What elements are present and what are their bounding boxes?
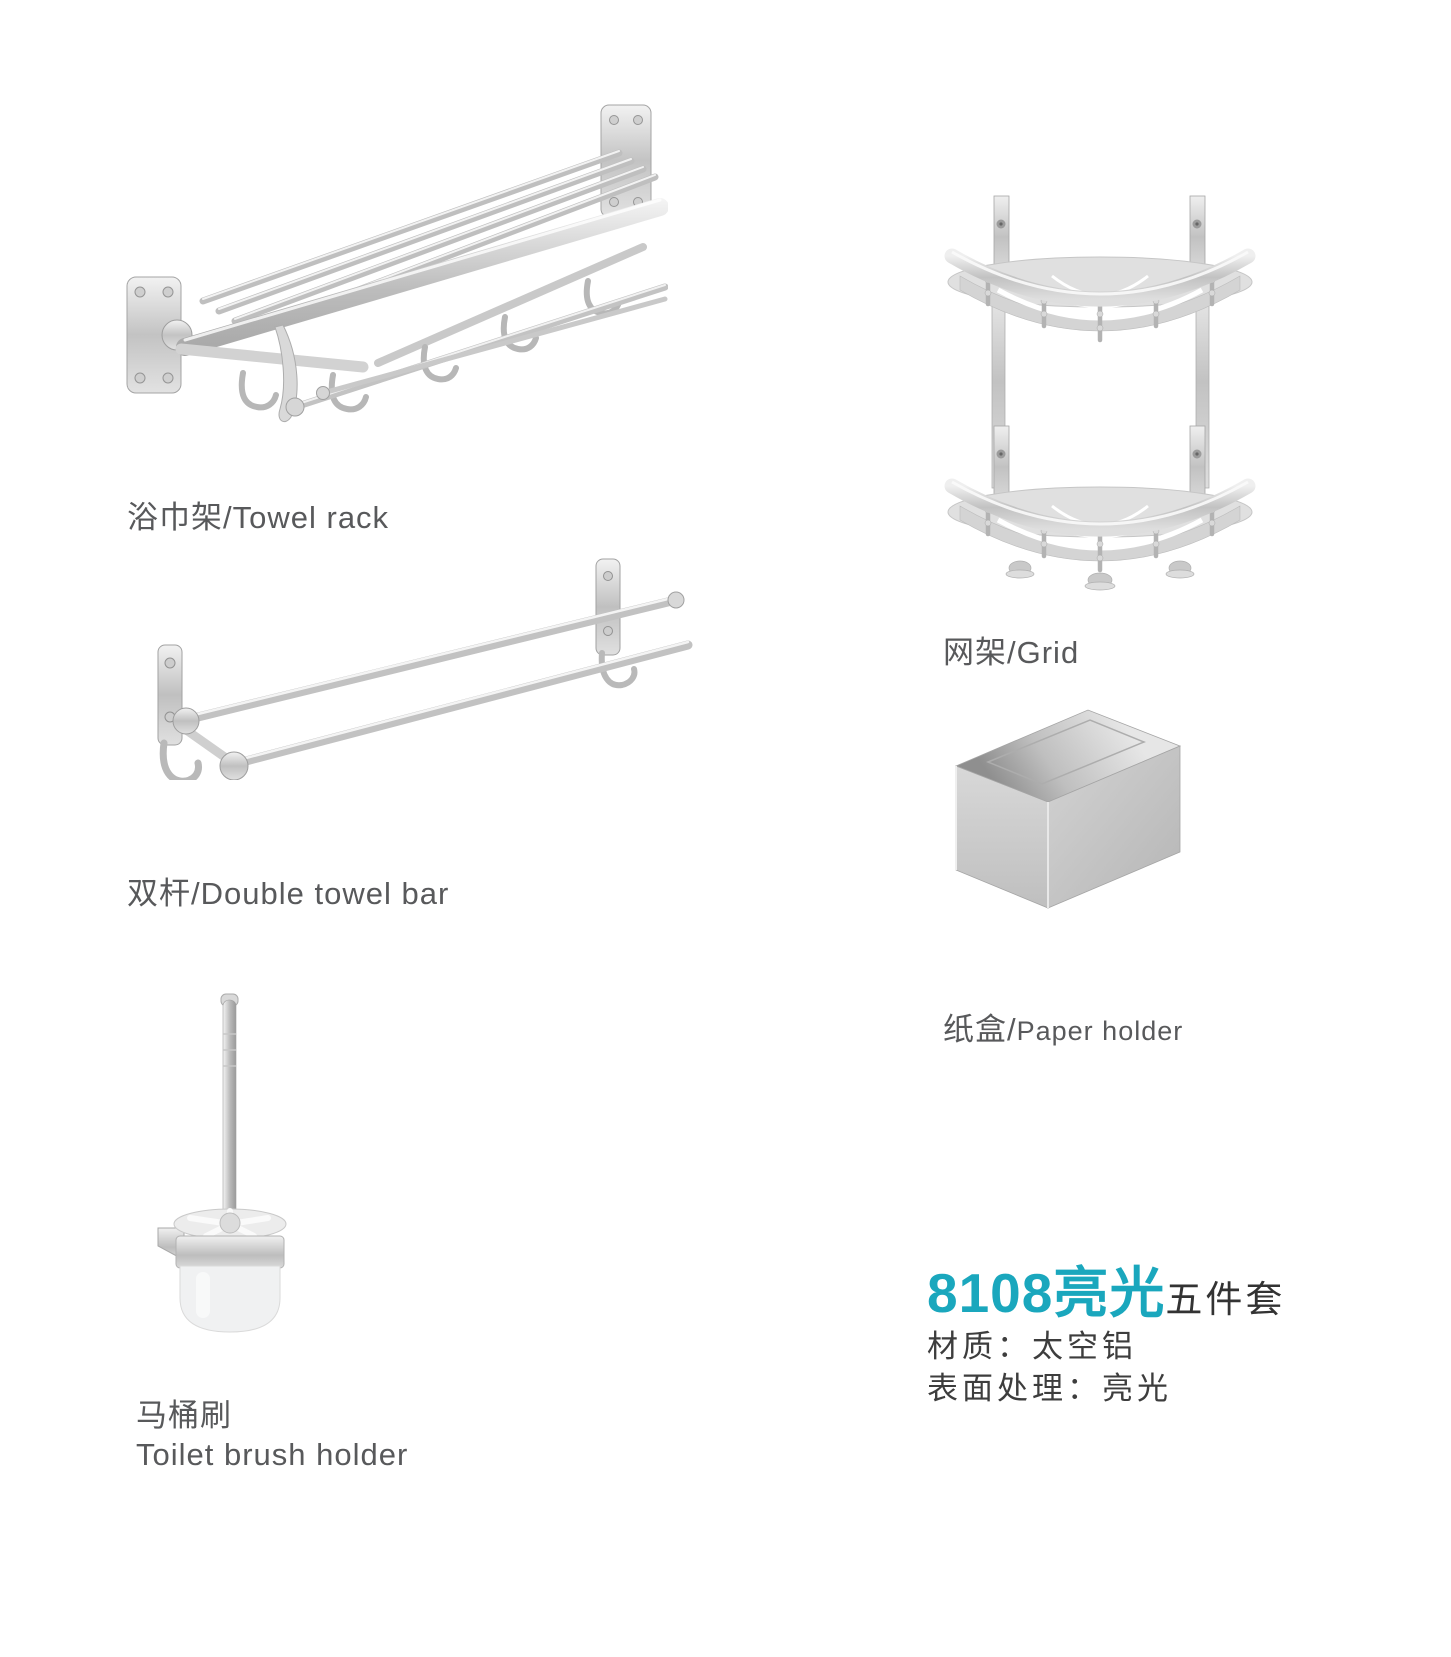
toilet-brush-label-zh: 马桶刷 [136, 1398, 232, 1433]
double-towel-bar-label: 双杆/Double towel bar [127, 876, 450, 911]
grid-label-en: Grid [1016, 635, 1080, 670]
towel-rack-image [126, 104, 668, 423]
product-set-suffix: 五件套 [1165, 1279, 1286, 1320]
product-title-block: 8108亮光五件套 [927, 1248, 1285, 1328]
toilet-brush-metal-band [175, 1235, 285, 1269]
towel-rack-lower-bar [285, 283, 668, 417]
paper-holder-image [954, 709, 1182, 909]
double-towel-bar-label-en: Double towel bar [200, 876, 450, 911]
toilet-brush-label: 马桶刷 Toilet brush holder [136, 1396, 408, 1474]
toilet-brush-handle [220, 993, 239, 1229]
towel-rack-support-fin [274, 324, 298, 423]
towel-rack-label: 浴巾架/Towel rack [127, 500, 390, 535]
double-bar-rails [172, 591, 693, 780]
spec-surface: 表面处理：亮光 [927, 1371, 1172, 1406]
towel-rack-wall-plate-left [126, 276, 193, 394]
paper-holder-label-zh: 纸盒 [943, 1012, 1007, 1047]
double-towel-bar-label-zh: 双杆 [127, 876, 191, 911]
toilet-brush-label-en: Toilet brush holder [136, 1437, 409, 1472]
towel-rack-hook-arm [175, 243, 647, 373]
product-title: 8108亮光五件套 [927, 1248, 1285, 1328]
toilet-brush-image [157, 993, 287, 1333]
double-towel-bar-image [157, 558, 693, 780]
grid-image [940, 176, 1260, 591]
toilet-brush-collar [173, 1208, 287, 1240]
paper-holder-label: 纸盒/Paper holder [943, 1012, 1184, 1047]
towel-rack-front-frame [176, 198, 668, 356]
towel-rack-label-zh: 浴巾架 [127, 500, 223, 535]
towel-rack-label-en: Towel rack [232, 500, 390, 535]
product-model-highlight: 8108亮光 [927, 1262, 1166, 1324]
grid-label-zh: 网架 [943, 635, 1007, 670]
grid-label: 网架/Grid [943, 635, 1080, 670]
paper-holder-label-en: Paper holder [1016, 1016, 1184, 1046]
spec-material: 材质：太空铝 [927, 1329, 1137, 1364]
paper-holder-box [954, 709, 1182, 909]
grid-feet [1005, 560, 1195, 591]
toilet-brush-glass-cup [179, 1265, 281, 1333]
product-specs: 材质：太空铝 表面处理：亮光 [927, 1326, 1172, 1410]
